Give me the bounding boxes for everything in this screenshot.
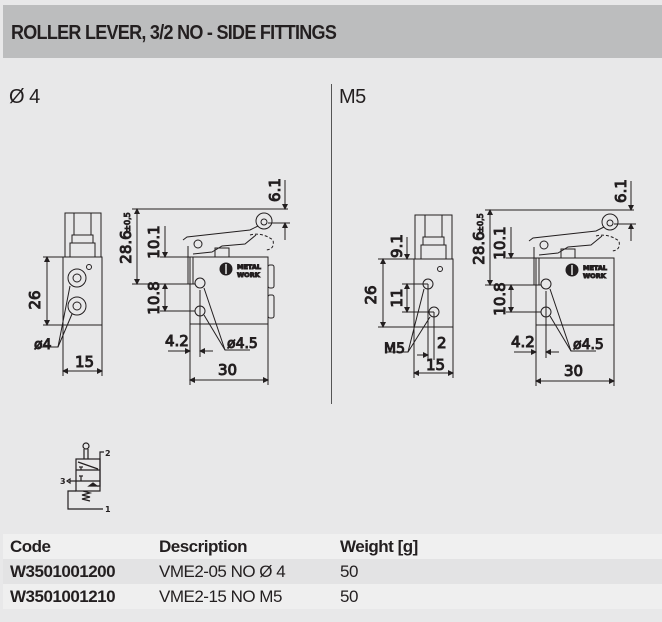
section-header: ROLLER LEVER, 3/2 NO - SIDE FITTINGS xyxy=(3,5,662,58)
header-code: Code xyxy=(10,536,51,556)
dim-10-1: 10.1 xyxy=(145,225,163,258)
dim-10-8: 10.8 xyxy=(491,282,509,315)
variant-label-d4: Ø 4 xyxy=(9,86,40,108)
dim-tolerance: ±0,5 xyxy=(476,213,485,232)
cell-description: VME2-05 NO Ø 4 xyxy=(159,561,286,581)
variant-label-m5: M5 xyxy=(339,86,366,108)
dim-2: 2 xyxy=(437,334,447,352)
dim-26: 26 xyxy=(362,285,380,304)
dim-10-8: 10.8 xyxy=(145,281,163,314)
dim-15: 15 xyxy=(426,356,445,374)
cell-weight: 50 xyxy=(340,586,358,606)
dim-30: 30 xyxy=(564,362,583,380)
table-row: W3501001210 VME2-15 NO M5 50 xyxy=(3,584,662,609)
divider xyxy=(331,84,332,404)
logo-line1: METAL xyxy=(583,264,607,272)
dim-hole: ø4.5 xyxy=(227,336,258,352)
port-1-label: 1 xyxy=(105,505,111,514)
dim-port: M5 xyxy=(384,341,405,357)
dim-4-2: 4.2 xyxy=(511,333,535,351)
dim-6-1: 6.1 xyxy=(266,178,284,202)
cell-weight: 50 xyxy=(340,561,358,581)
dim-28-6: 28.6 xyxy=(117,230,135,263)
pneumatic-symbol: 2 3 1 xyxy=(60,442,111,514)
cell-description: VME2-15 NO M5 xyxy=(159,586,282,606)
dim-11: 11 xyxy=(388,288,406,307)
dim-hole: ø4.5 xyxy=(573,337,604,353)
header-weight: Weight [g] xyxy=(340,536,418,556)
logo-line2: WORK xyxy=(237,271,261,279)
dim-30: 30 xyxy=(218,361,237,379)
section-title: ROLLER LEVER, 3/2 NO - SIDE FITTINGS xyxy=(11,22,337,44)
cell-code: W3501001210 xyxy=(10,586,116,606)
dim-9-1: 9.1 xyxy=(388,234,406,258)
logo-line2: WORK xyxy=(583,272,607,280)
dim-port: ø4 xyxy=(34,337,52,353)
dim-4-2: 4.2 xyxy=(165,332,189,350)
dim-tolerance: ±0,5 xyxy=(123,212,132,231)
cell-code: W3501001200 xyxy=(10,561,116,581)
port-3-label: 3 xyxy=(60,477,66,486)
dim-28-6: 28.6 xyxy=(470,231,488,264)
table-row: W3501001200 VME2-05 NO Ø 4 50 xyxy=(3,559,662,584)
header-description: Description xyxy=(159,536,248,556)
dim-6-1: 6.1 xyxy=(612,179,630,203)
table-header: Code Description Weight [g] xyxy=(3,534,662,559)
dim-15: 15 xyxy=(75,353,94,371)
side-view-d4: 26 ø4 15 xyxy=(26,212,103,376)
dim-10-1: 10.1 xyxy=(491,226,509,259)
product-table: Code Description Weight [g] W3501001200 … xyxy=(3,534,662,609)
side-view-m5: 26 9.1 11 M5 2 15 xyxy=(362,214,454,378)
port-2-label: 2 xyxy=(105,449,111,458)
dim-26: 26 xyxy=(26,290,44,309)
technical-drawings: 26 ø4 15 METAL WORK 28.6 ±0,5 10.1 10. xyxy=(26,178,636,514)
logo-line1: METAL xyxy=(237,263,261,271)
front-view-d4: METAL WORK 28.6 ±0,5 10.1 10.8 6.1 4.2 ø… xyxy=(117,178,290,385)
front-view-m5: METAL WORK 28.6 ±0,5 10.1 10.8 6.1 4.2 ø… xyxy=(470,179,636,386)
